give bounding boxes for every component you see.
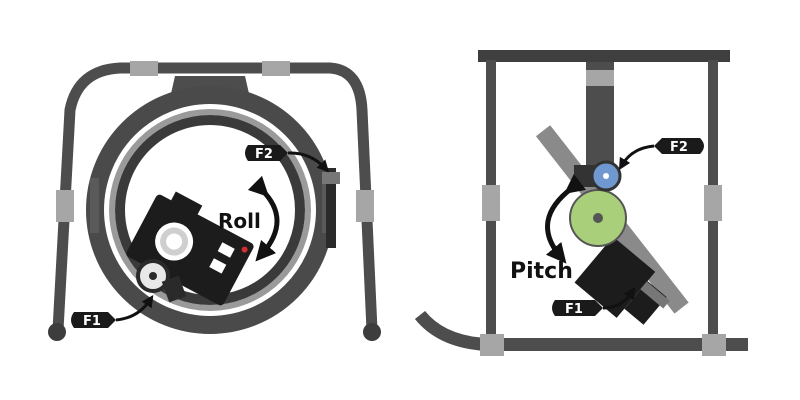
pitch-tag-f2: F2	[654, 138, 704, 155]
roll-frame-joint-top-left	[130, 61, 158, 76]
roll-tag-f2: F2	[245, 145, 288, 162]
pitch-tag-f1-label: F1	[565, 302, 583, 317]
pitch-vertical-arm-joint	[586, 70, 614, 86]
roll-frame-foot-right	[363, 323, 381, 341]
roll-frame-foot-left	[48, 323, 66, 341]
roll-rotation-arrow	[247, 175, 280, 262]
roll-tag-f1-label: F1	[83, 314, 101, 329]
roll-view: Roll F2 F1	[48, 61, 381, 341]
roll-side-bracket-left	[90, 178, 99, 233]
pitch-tag-f1: F1	[552, 300, 603, 317]
roll-pitch-motor-f1-mount	[161, 275, 187, 303]
roll-motor-f2-cap	[322, 172, 340, 184]
pitch-camera-mount	[640, 281, 670, 309]
roll-pitch-motor-f1-hub	[149, 272, 157, 280]
pitch-label: Pitch	[510, 259, 573, 284]
pitch-joint-bottom-right	[702, 334, 726, 356]
roll-middle-ring	[109, 109, 311, 311]
pitch-f1-pointer-arrow	[602, 286, 636, 310]
pitch-motor-green-hub	[593, 213, 603, 223]
roll-f2-pointer-arrow	[287, 151, 330, 173]
pitch-rotation-arrow	[545, 173, 587, 264]
pitch-view: Pitch F2 F1	[414, 50, 748, 356]
roll-label: Roll	[218, 209, 261, 233]
roll-frame-arch	[52, 62, 378, 331]
pitch-frame-bottom	[486, 338, 748, 351]
pitch-tag-f2-label: F2	[670, 140, 688, 155]
roll-frame-joint-right	[356, 190, 374, 222]
pitch-joint-right	[704, 185, 722, 221]
roll-frame-joint-top-right	[262, 61, 290, 76]
roll-camera	[126, 191, 254, 306]
pitch-motor-blue-hub	[603, 173, 609, 179]
roll-motor-f2	[326, 168, 336, 248]
roll-f1-pointer-arrow	[115, 295, 154, 322]
roll-tag-f1: F1	[71, 312, 116, 329]
pitch-joint-left	[482, 185, 500, 221]
pitch-joint-bottom-left	[480, 334, 504, 356]
roll-tag-f2-label: F2	[255, 147, 273, 162]
roll-frame-joint-left	[56, 190, 74, 222]
pitch-frame-skid	[414, 310, 500, 351]
pitch-frame-top	[478, 50, 730, 62]
pitch-f2-pointer-arrow	[618, 144, 655, 171]
